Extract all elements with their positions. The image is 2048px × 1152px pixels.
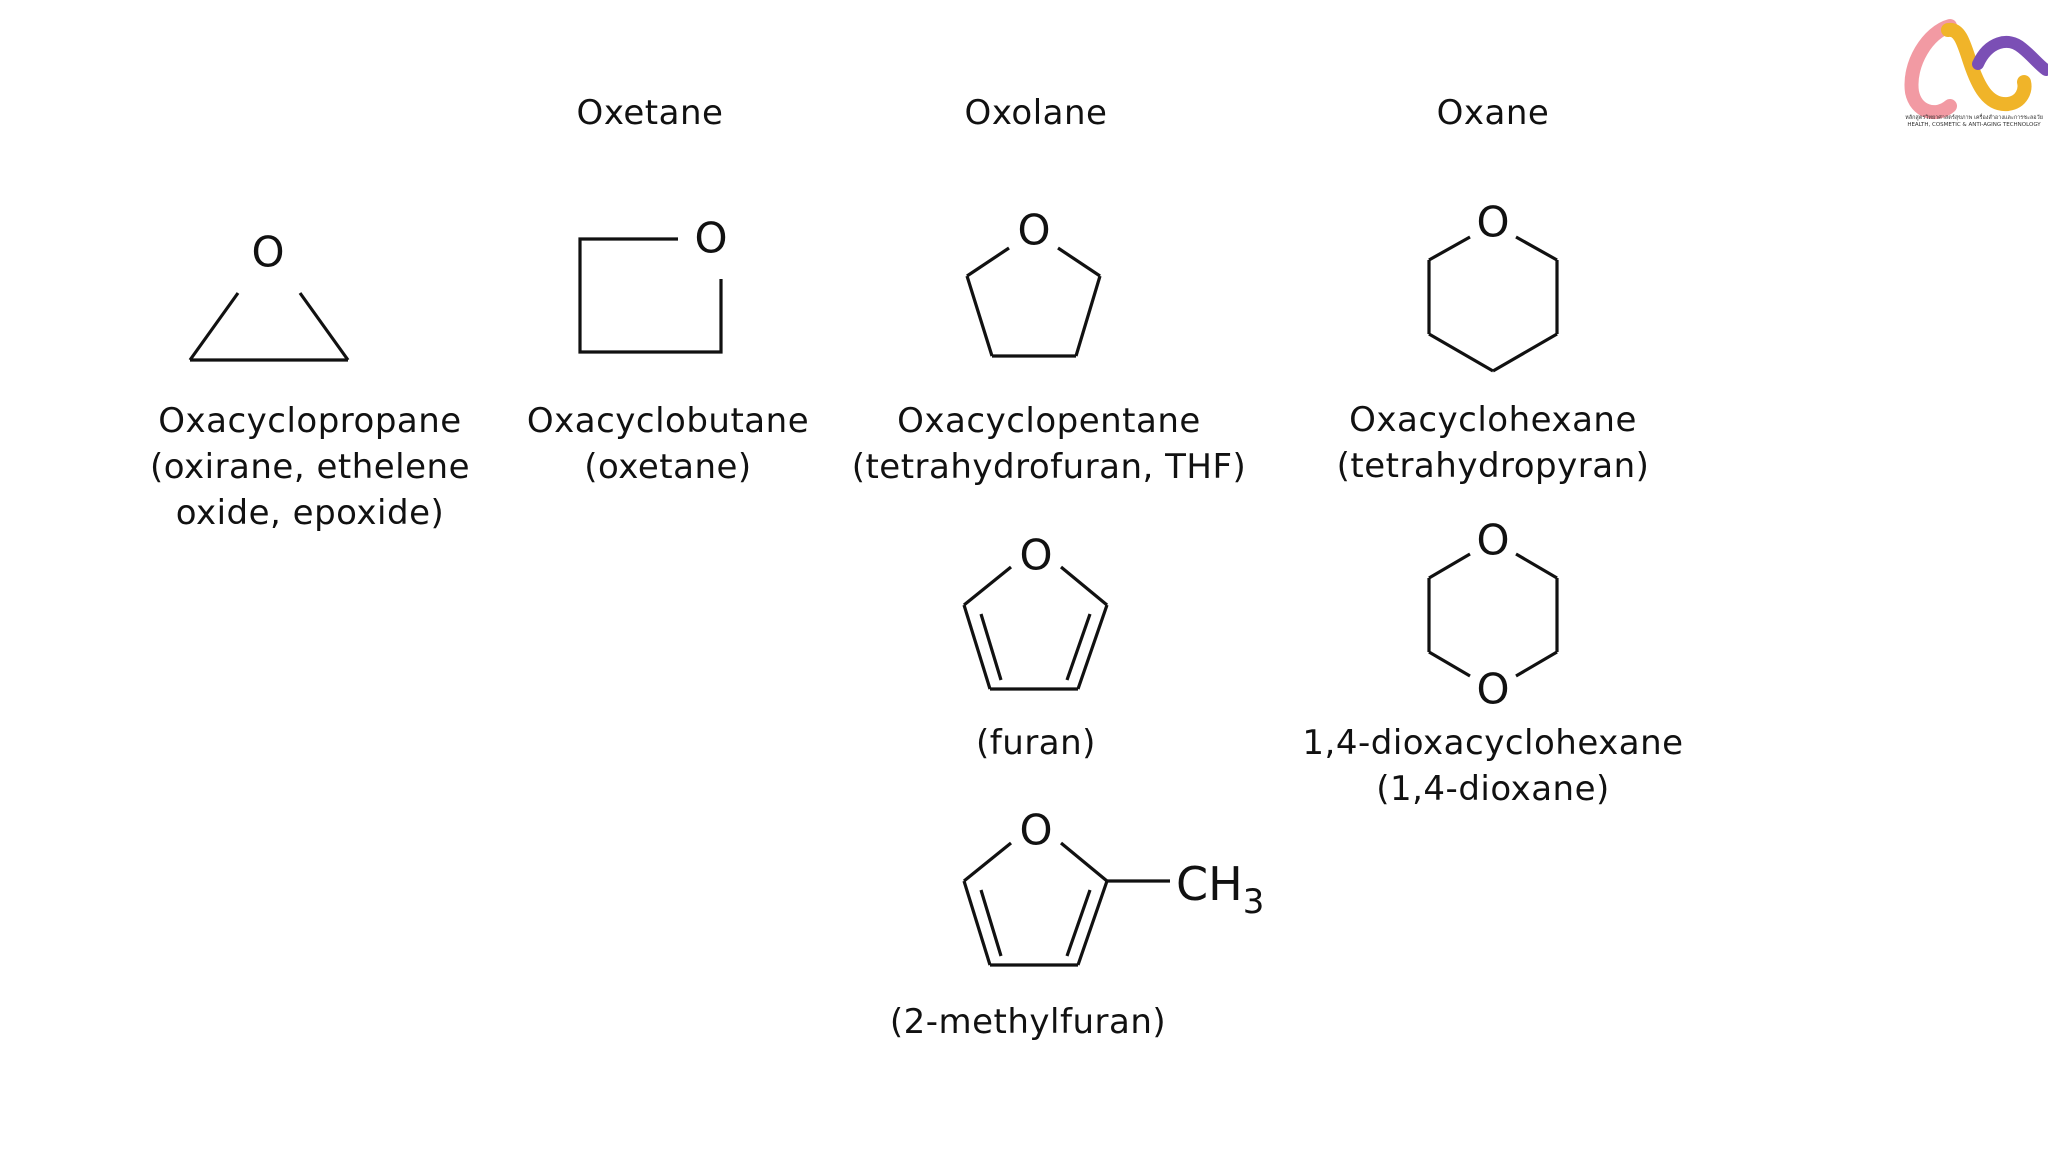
logo-caption-english: HEALTH, COSMETIC & ANTI-AGING TECHNOLOGY — [1907, 122, 2041, 128]
thp-caption-line-1: Oxacyclohexane — [1349, 400, 1637, 440]
oxetane-caption-line-2: (oxetane) — [584, 447, 752, 487]
dioxane-oxygen-atom-bottom: O — [1476, 665, 1509, 714]
methylfuran-oxygen-atom: O — [1019, 806, 1052, 855]
logo-purple-stroke — [1972, 35, 2048, 76]
furan-oxygen-atom: O — [1019, 531, 1052, 580]
dioxane-caption: 1,4-dioxacyclohexane (1,4-dioxane) — [1302, 720, 1683, 812]
oxetane-caption: Oxacyclobutane (oxetane) — [527, 398, 809, 490]
methylfuran-methyl-main: CH — [1176, 857, 1243, 911]
furan-ring — [962, 565, 1109, 691]
thf-caption: Oxacyclopentane (tetrahydrofuran, THF) — [852, 398, 1247, 490]
methylfuran-caption: (2-methylfuran) — [890, 999, 1166, 1045]
oxirane-caption-line-1: Oxacyclopropane — [158, 401, 462, 441]
furan-caption-line-1: (furan) — [976, 723, 1096, 763]
thp-caption: Oxacyclohexane (tetrahydropyran) — [1337, 397, 1650, 489]
oxirane-oxygen-atom: O — [251, 228, 284, 277]
logo-caption-thai: หลักสูตรวิทยาศาสตร์สุขภาพ เครื่องสำอางแล… — [1905, 115, 2043, 121]
thp-caption-line-2: (tetrahydropyran) — [1336, 446, 1650, 486]
methylfuran-ring — [962, 841, 1170, 967]
methylfuran-methyl-subscript: 3 — [1243, 882, 1265, 922]
program-logo — [1904, 19, 2048, 120]
oxetane-oxygen-atom: O — [694, 214, 727, 263]
oxirane-ring — [188, 292, 350, 362]
oxetane-caption-line-1: Oxacyclobutane — [526, 401, 810, 441]
thp-oxygen-atom: O — [1476, 198, 1509, 247]
oxirane-caption: Oxacyclopropane (oxirane, ethelene oxide… — [150, 398, 470, 536]
thf-caption-line-1: Oxacyclopentane — [897, 401, 1201, 441]
heading-oxane: Oxane — [1436, 93, 1550, 133]
dioxane-caption-line-2: (1,4-dioxane) — [1376, 769, 1610, 809]
methylfuran-methyl-group: CH3 — [1176, 857, 1264, 922]
heading-oxolane: Oxolane — [964, 93, 1108, 133]
thp-ring — [1427, 235, 1559, 373]
logo-caption: หลักสูตรวิทยาศาสตร์สุขภาพ เครื่องสำอางแล… — [1903, 115, 2045, 129]
thf-ring — [965, 246, 1102, 358]
thf-caption-line-2: (tetrahydrofuran, THF) — [851, 447, 1247, 487]
logo-gold-stroke — [1941, 22, 2032, 112]
oxirane-caption-line-2: (oxirane, ethelene — [149, 447, 471, 487]
dioxane-oxygen-atom-top: O — [1476, 516, 1509, 565]
furan-caption: (furan) — [976, 720, 1096, 766]
thf-oxygen-atom: O — [1017, 206, 1050, 255]
logo-pink-stroke — [1904, 19, 1957, 120]
oxirane-caption-line-3: oxide, epoxide) — [175, 493, 445, 533]
dioxane-ring — [1427, 552, 1559, 678]
oxetane-ring — [578, 237, 723, 354]
methylfuran-caption-line-1: (2-methylfuran) — [889, 1002, 1167, 1042]
dioxane-caption-line-1: 1,4-dioxacyclohexane — [1302, 723, 1684, 763]
heading-oxetane: Oxetane — [576, 93, 724, 133]
